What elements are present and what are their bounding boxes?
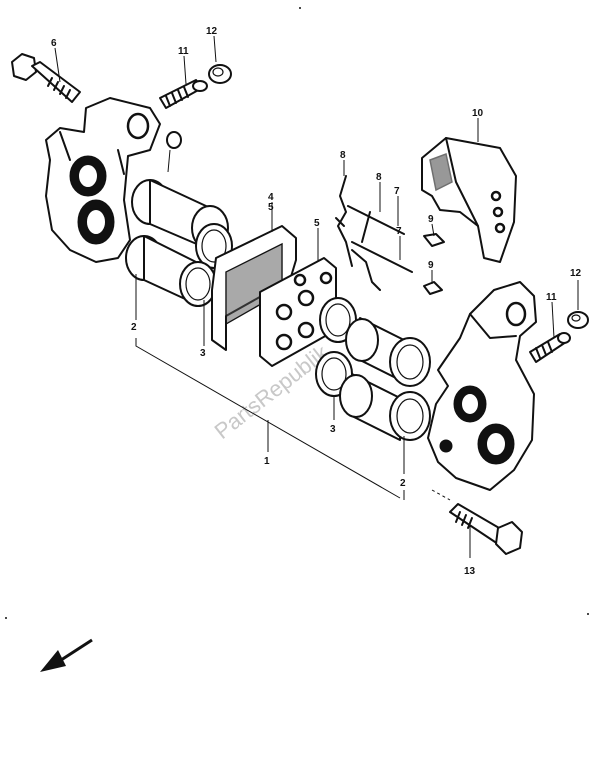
part-piston-seal-left-upper[interactable] <box>131 179 233 269</box>
callout-8: 8 <box>340 150 346 161</box>
callout-1: 1 <box>264 456 270 467</box>
speck <box>5 617 7 619</box>
callout-9-lower: 9 <box>428 260 434 271</box>
part-small-seal <box>166 131 182 149</box>
leader-11-left <box>183 55 187 85</box>
callout-11-right: 11 <box>546 292 557 303</box>
callout-7-a: 8 <box>376 172 382 183</box>
callout-3-right: 3 <box>330 424 336 435</box>
callout-5-left: 5 <box>268 202 274 213</box>
callout-10: 10 <box>472 108 484 119</box>
callout-12-right: 12 <box>570 268 582 279</box>
callout-3-left: 3 <box>200 348 206 359</box>
part-pad-cover-10[interactable] <box>421 137 517 263</box>
callout-5-right: 5 <box>314 218 320 229</box>
callout-4: 4 <box>268 192 274 203</box>
callout-11-left: 11 <box>178 46 189 57</box>
part-piston-seal-left-lower[interactable] <box>125 235 217 307</box>
part-pins-7[interactable] <box>347 205 413 273</box>
callout-7-upper: 7 <box>394 186 400 197</box>
part-bleeder-screw-11-left[interactable] <box>159 79 208 109</box>
speck <box>587 613 589 615</box>
leader-11-right <box>551 301 555 339</box>
part-caliper-body-right[interactable] <box>427 281 537 491</box>
bracket-1 <box>135 338 401 499</box>
leader-small-seal <box>167 149 171 173</box>
part-clip-9-upper[interactable] <box>423 233 445 247</box>
callout-12-left: 12 <box>206 26 218 37</box>
callout-7-lower: 7 <box>396 226 402 237</box>
leader-13-dash <box>431 489 451 501</box>
callout-2-right: 2 <box>400 478 406 489</box>
part-bleeder-screw-11-right[interactable] <box>529 332 571 363</box>
part-bolt-6[interactable] <box>11 53 81 103</box>
leader-6 <box>54 47 61 83</box>
part-bolt-13[interactable] <box>449 503 523 555</box>
leader-12-left <box>213 35 217 63</box>
callout-9-upper: 9 <box>428 214 434 225</box>
part-caliper-body-left[interactable] <box>45 97 161 263</box>
part-spring-8[interactable] <box>335 175 381 291</box>
part-clip-9-lower[interactable] <box>423 281 443 295</box>
callout-6: 6 <box>51 38 57 49</box>
part-cap-12-right[interactable] <box>567 311 589 329</box>
leader-9-upper <box>431 223 435 237</box>
part-piston-seal-right-lower[interactable] <box>315 351 431 441</box>
part-piston-seal-right-upper[interactable] <box>319 297 431 387</box>
part-shim-5[interactable] <box>259 257 337 367</box>
arrow-down-left-icon <box>40 638 93 672</box>
part-cap-12-left[interactable] <box>208 64 232 84</box>
speck <box>299 7 301 9</box>
callout-2-left: 2 <box>131 322 137 333</box>
callout-13: 13 <box>464 566 476 577</box>
